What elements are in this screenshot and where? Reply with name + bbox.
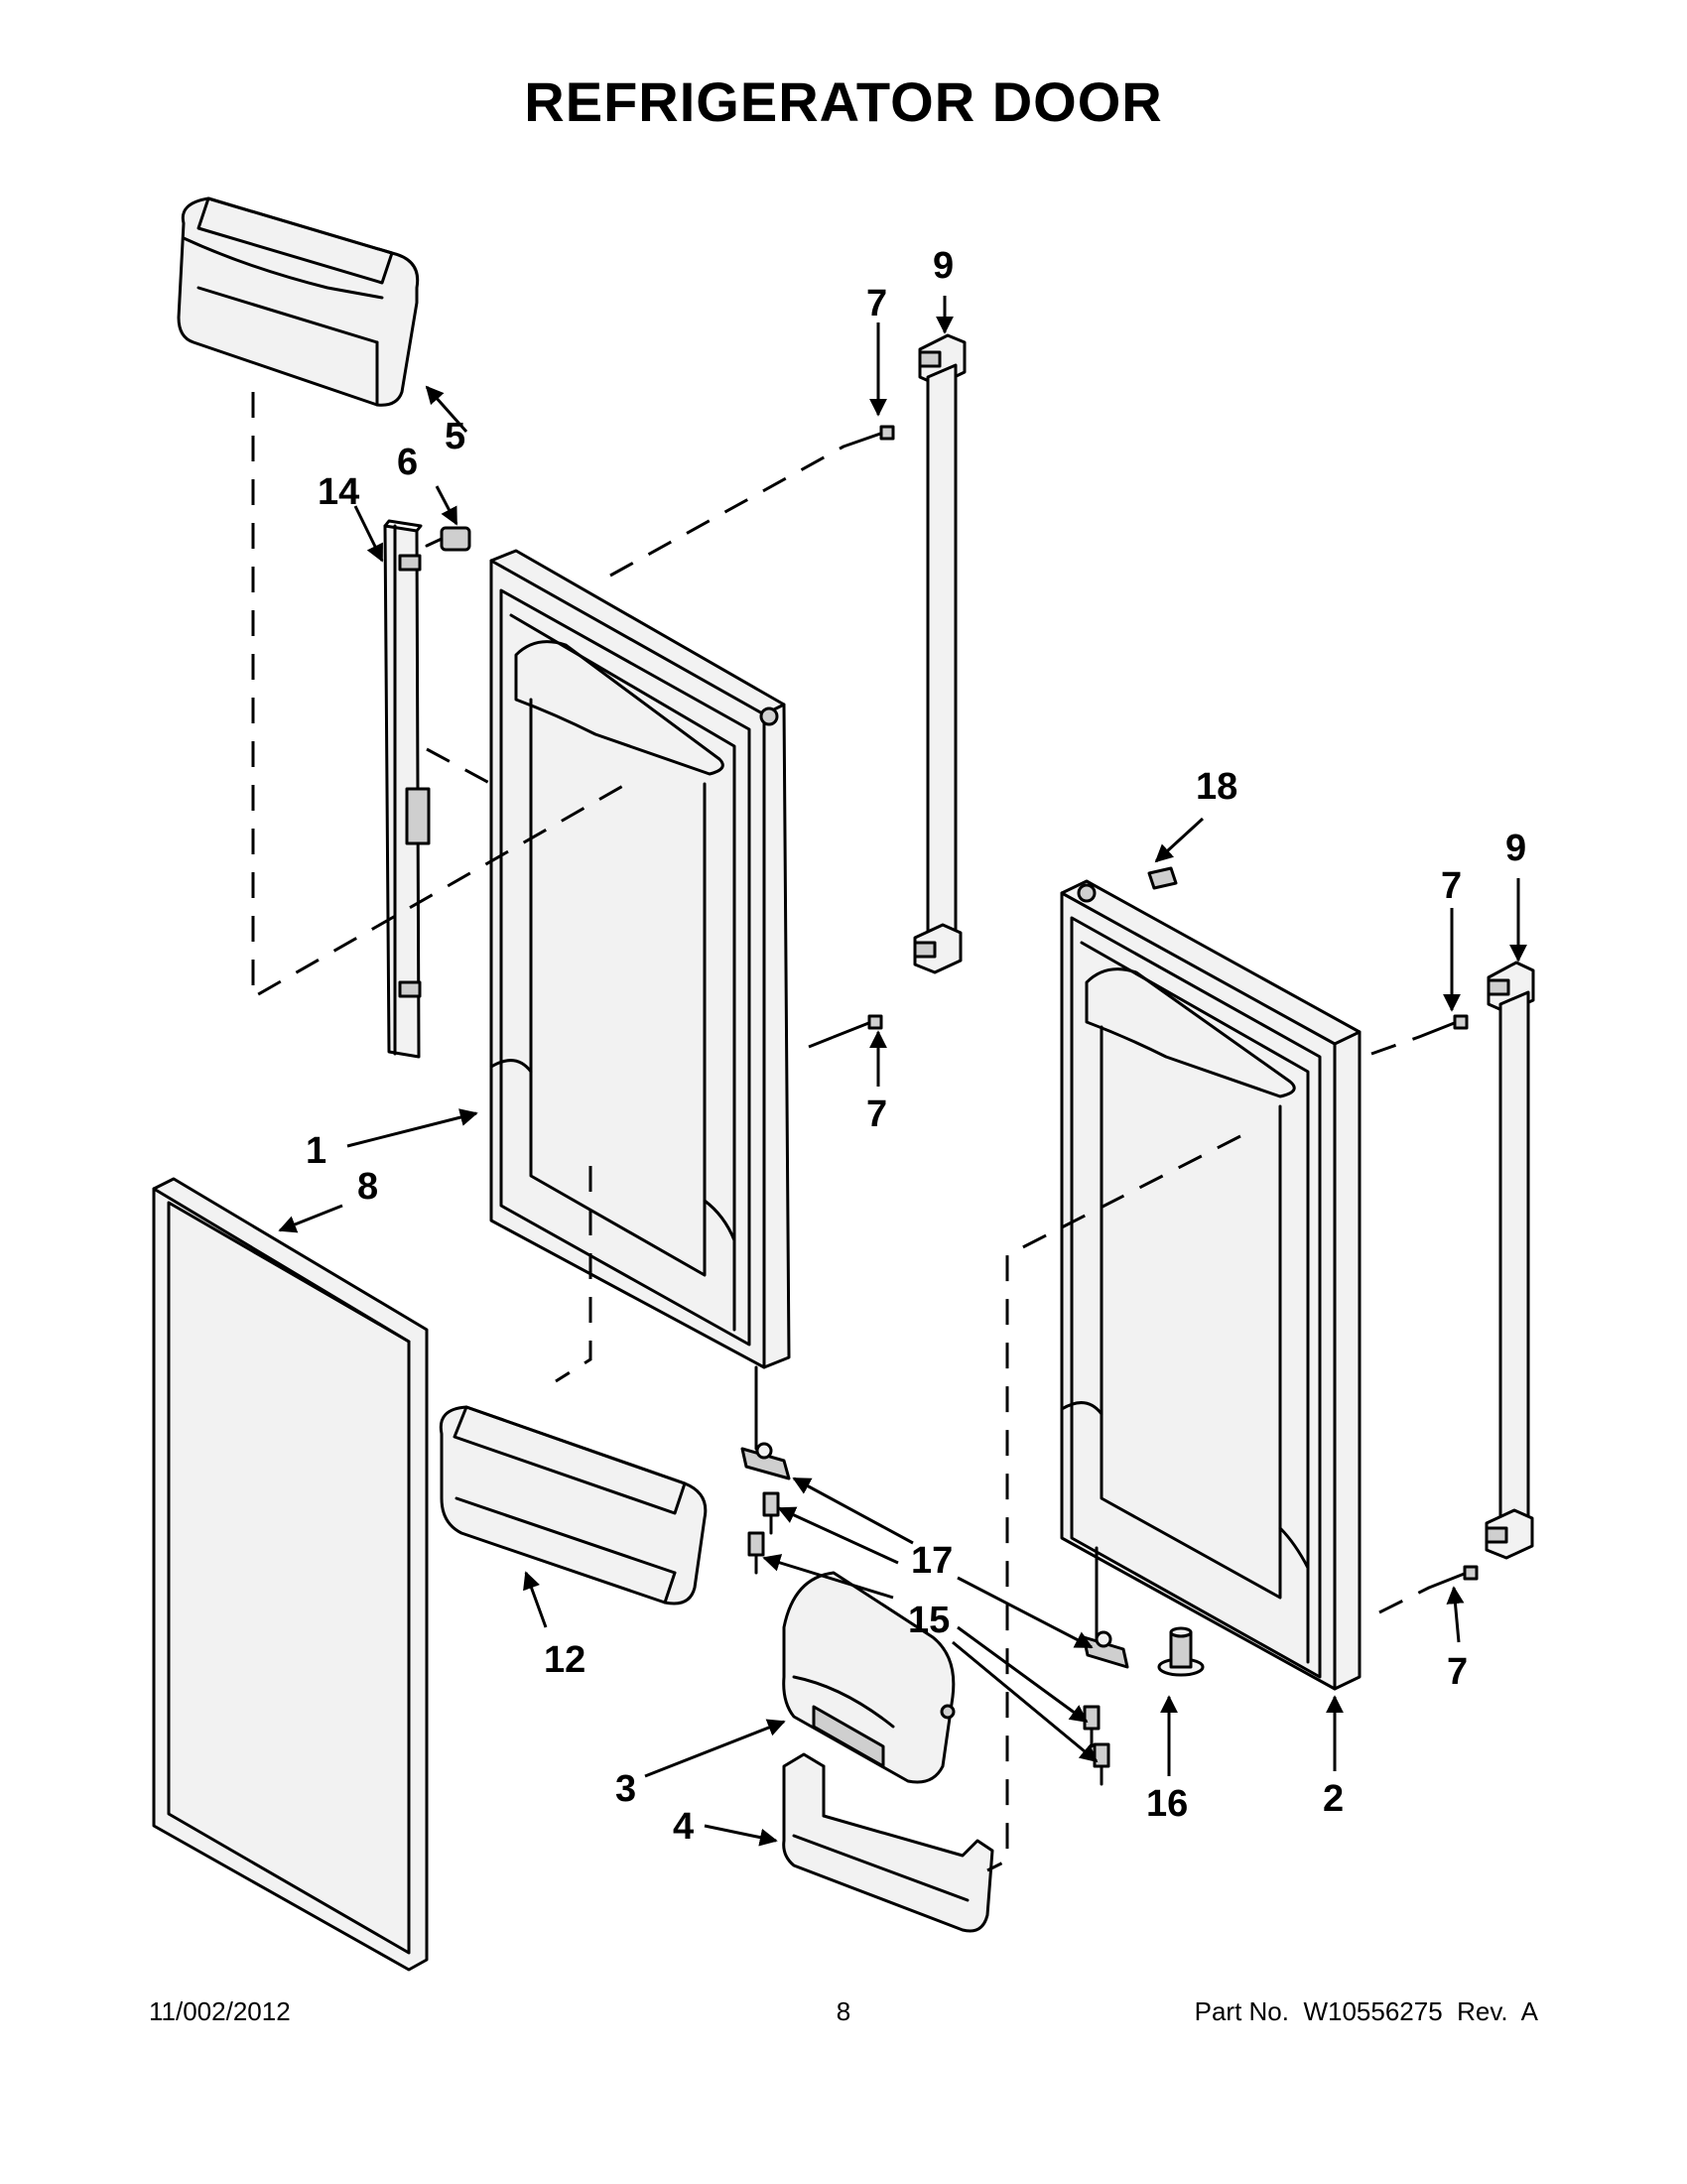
align-line-bin-lower xyxy=(555,1166,592,1383)
align-line-handle-top xyxy=(609,445,844,578)
hinge-pin-right xyxy=(1082,1546,1129,1669)
callout-16: 16 xyxy=(1146,1783,1188,1825)
screw-part-6 xyxy=(425,526,471,552)
align-line-trim xyxy=(426,747,492,786)
door-bin-top xyxy=(177,196,420,407)
screw-handle-bottom-right xyxy=(1427,1565,1479,1590)
door-handle-left xyxy=(913,333,967,974)
callout-4: 4 xyxy=(673,1806,694,1848)
door-bin-base xyxy=(782,1752,994,1933)
screws-hinge-right xyxy=(1083,1705,1110,1786)
screw-handle-bottom-left xyxy=(832,1014,883,1039)
screws-hinge-left xyxy=(747,1491,780,1575)
left-door xyxy=(489,549,791,1369)
align-line-handle-right-bottom xyxy=(1378,1586,1430,1614)
align-line-right-door xyxy=(986,1134,1241,1872)
align-line-bin-top xyxy=(251,392,636,1000)
door-bin-lower xyxy=(439,1405,708,1606)
footer-part-number: Part No. W10556275 Rev. A xyxy=(1194,1996,1538,2026)
callout-8: 8 xyxy=(357,1166,378,1208)
door-gasket xyxy=(152,1177,429,1972)
align-line-handle-left-bottom xyxy=(808,1035,835,1049)
footer-date: 11/002/2012 xyxy=(149,1996,291,2026)
screw-handle-top-right xyxy=(1417,1014,1469,1039)
screw-handle-top-left xyxy=(842,425,895,449)
callout-18: 18 xyxy=(1196,766,1237,808)
callout-3: 3 xyxy=(615,1768,636,1810)
callout-1: 1 xyxy=(306,1130,326,1172)
callout-7-top-left: 7 xyxy=(866,283,887,324)
callout-9-right: 9 xyxy=(1505,828,1526,869)
callout-7-top-right: 7 xyxy=(1441,865,1462,907)
callout-5: 5 xyxy=(445,416,465,457)
callout-12: 12 xyxy=(544,1639,585,1681)
callout-2: 2 xyxy=(1323,1778,1344,1820)
right-door xyxy=(1060,879,1362,1691)
footer-page-number: 8 xyxy=(836,1996,851,2026)
callout-7-bottom-right: 7 xyxy=(1447,1651,1468,1693)
callout-14: 14 xyxy=(318,471,359,513)
callout-7-bottom-left: 7 xyxy=(866,1093,887,1135)
callout-17: 17 xyxy=(911,1540,953,1582)
door-trim-strip xyxy=(383,519,431,1059)
door-bin-cover xyxy=(782,1571,956,1784)
page-title: REFRIGERATOR DOOR xyxy=(524,70,1163,133)
callout-9-left: 9 xyxy=(933,245,954,287)
callout-6: 6 xyxy=(397,442,418,483)
align-line-handle-right xyxy=(1370,1035,1420,1056)
door-handle-right xyxy=(1485,961,1535,1560)
hinge-bushing xyxy=(1157,1626,1205,1677)
label-part-18 xyxy=(1147,866,1178,890)
hinge-pin-left xyxy=(740,1365,791,1480)
callout-15: 15 xyxy=(908,1600,950,1641)
